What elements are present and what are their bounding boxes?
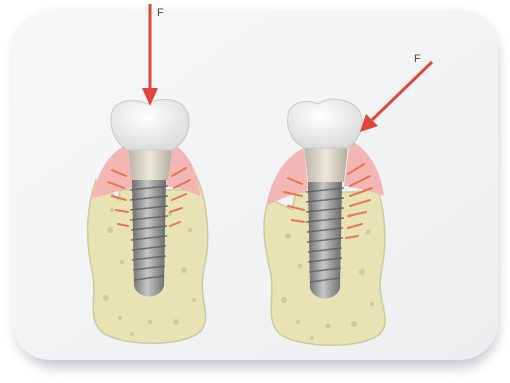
crown-right bbox=[288, 99, 362, 148]
crown-left bbox=[111, 99, 189, 150]
force-label-left: F bbox=[157, 7, 164, 19]
image-panel bbox=[12, 10, 498, 360]
abutment-left bbox=[128, 148, 172, 180]
force-label-right: F bbox=[414, 53, 421, 65]
abutment-right bbox=[304, 146, 348, 182]
